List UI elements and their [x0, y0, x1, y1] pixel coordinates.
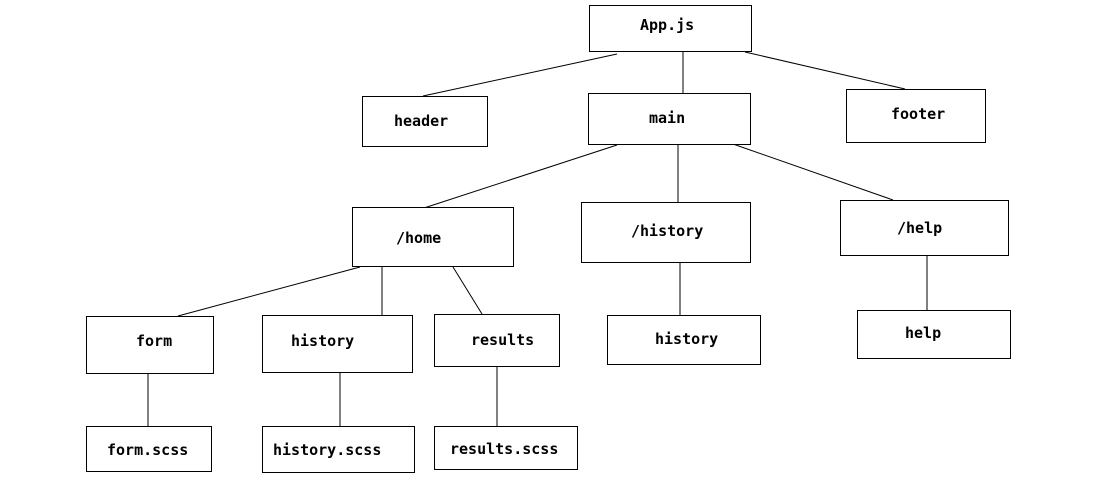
edge-app-footer — [744, 51, 906, 90]
node-home-history: history — [262, 315, 413, 373]
node-form: form — [86, 316, 214, 374]
node-help-component-label: help — [905, 324, 942, 342]
node-header: header — [362, 96, 488, 147]
node-form-scss-label: form.scss — [107, 441, 189, 459]
edge-home-form — [177, 266, 361, 317]
node-app-js-label: App.js — [640, 16, 695, 34]
node-help-component: help — [857, 310, 1011, 359]
node-results-scss: results.scss — [434, 426, 578, 470]
node-footer-label: footer — [891, 105, 946, 123]
edge-main-help-route — [732, 143, 894, 201]
node-history-scss-label: history.scss — [273, 441, 382, 459]
node-main: main — [588, 93, 751, 145]
node-route-home: /home — [352, 207, 514, 267]
node-route-home-label: /home — [396, 229, 442, 247]
node-form-scss: form.scss — [86, 426, 212, 472]
edge-main-home — [423, 144, 618, 209]
node-home-history-label: history — [291, 332, 355, 350]
node-route-history-label: /history — [631, 222, 704, 240]
node-history-component: history — [607, 315, 761, 365]
node-history-scss: history.scss — [262, 426, 415, 473]
node-results-label: results — [471, 331, 535, 349]
node-results: results — [434, 314, 560, 367]
node-footer: footer — [846, 89, 986, 143]
edge-app-header — [422, 53, 618, 97]
node-header-label: header — [394, 112, 449, 130]
node-results-scss-label: results.scss — [450, 440, 559, 458]
node-form-label: form — [136, 332, 173, 350]
edge-home-results — [452, 266, 483, 315]
node-main-label: main — [649, 109, 686, 127]
node-route-help-label: /help — [897, 219, 943, 237]
node-app-js: App.js — [589, 5, 752, 52]
node-history-component-label: history — [655, 330, 719, 348]
node-route-history: /history — [581, 202, 751, 263]
node-route-help: /help — [840, 200, 1009, 256]
